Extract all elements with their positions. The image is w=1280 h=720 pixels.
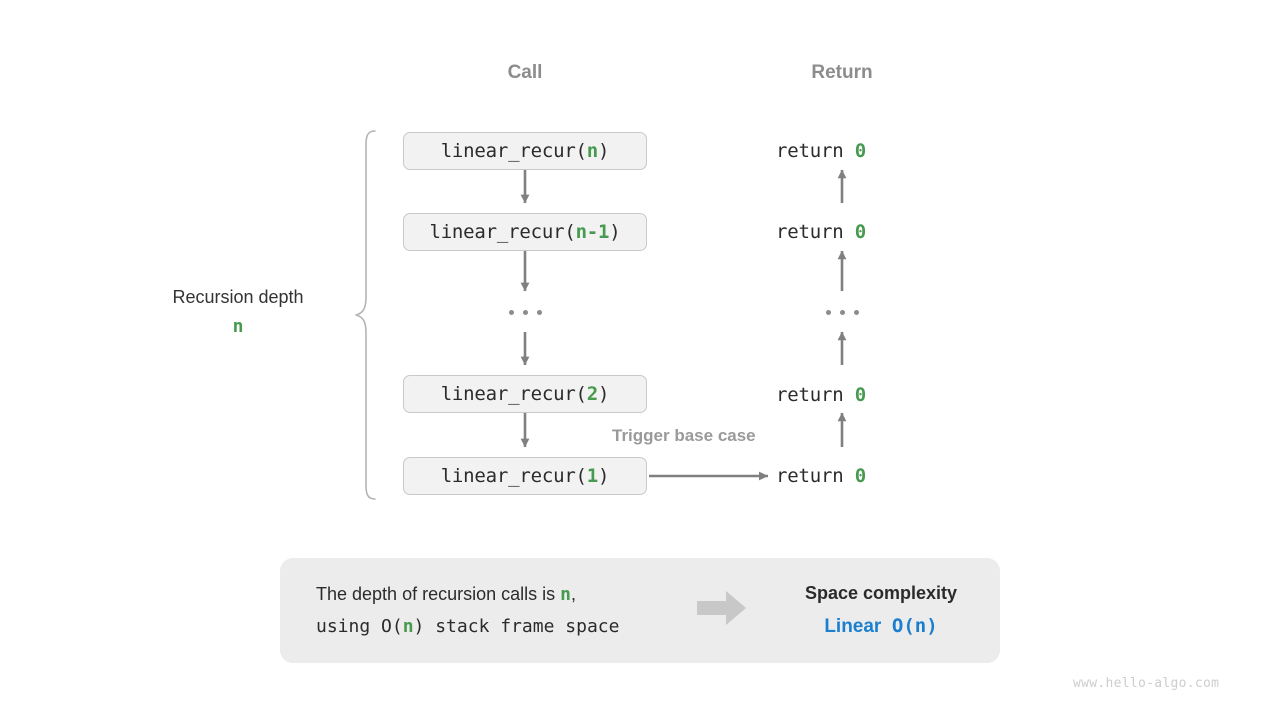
summary-line-2: using O(n) stack frame space xyxy=(316,611,686,643)
return-statement: return 0 xyxy=(776,384,916,406)
call-frame-suffix: ) xyxy=(598,383,610,405)
call-frame-box[interactable]: linear_recur(n-1) xyxy=(403,213,647,251)
return-statement: return 0 xyxy=(776,465,916,487)
call-frame-suffix: ) xyxy=(609,221,621,243)
call-column-header: Call xyxy=(507,62,543,83)
summary-line1-a: The depth of recursion calls is xyxy=(316,584,561,604)
call-frame-arg: n xyxy=(586,140,599,162)
dot-icon xyxy=(840,310,845,315)
dot-icon xyxy=(509,310,514,315)
return-keyword: return xyxy=(776,140,855,162)
return-value: 0 xyxy=(854,465,866,487)
summary-line-1: The depth of recursion calls is n, xyxy=(316,579,686,611)
call-frame-prefix: linear_recur( xyxy=(440,140,587,162)
call-frame-prefix: linear_recur( xyxy=(440,383,587,405)
return-value: 0 xyxy=(854,384,866,406)
summary-description: The depth of recursion calls is n, using… xyxy=(316,579,686,642)
call-frame-arg: n-1 xyxy=(575,221,610,243)
summary-line1-n: n xyxy=(560,584,571,605)
dot-icon xyxy=(854,310,859,315)
space-complexity-value: Linear O(n) xyxy=(766,615,996,638)
recursion-depth-label: Recursion depth n xyxy=(108,284,368,340)
watermark: www.hello-algo.com xyxy=(1073,676,1220,691)
return-ellipsis-icon xyxy=(826,310,859,315)
call-frame-suffix: ) xyxy=(598,465,610,487)
call-frame-box[interactable]: linear_recur(2) xyxy=(403,375,647,413)
return-value: 0 xyxy=(854,221,866,243)
recursion-depth-text: Recursion depth xyxy=(172,287,304,307)
call-ellipsis-icon xyxy=(509,310,542,315)
space-complexity-title: Space complexity xyxy=(804,583,958,603)
return-column-header: Return xyxy=(811,62,873,83)
call-frame-box[interactable]: linear_recur(1) xyxy=(403,457,647,495)
recursion-depth-value: n xyxy=(232,316,244,338)
dot-icon xyxy=(826,310,831,315)
summary-line2-b: ) stack frame space xyxy=(413,615,620,637)
dot-icon xyxy=(537,310,542,315)
call-frame-box[interactable]: linear_recur(n) xyxy=(403,132,647,170)
complexity-notation: O(n) xyxy=(891,615,938,637)
summary-line1-b: , xyxy=(570,584,576,604)
summary-result: Space complexity Linear O(n) xyxy=(766,583,996,638)
call-frame-suffix: ) xyxy=(598,140,610,162)
return-keyword: return xyxy=(776,221,855,243)
recursion-depth-brace xyxy=(352,125,378,510)
call-frame-prefix: linear_recur( xyxy=(440,465,587,487)
call-frame-arg: 2 xyxy=(586,383,599,405)
trigger-base-case-label: Trigger base case xyxy=(612,426,756,445)
return-value: 0 xyxy=(854,140,866,162)
call-frame-prefix: linear_recur( xyxy=(429,221,576,243)
complexity-kind: Linear xyxy=(824,616,882,637)
summary-line2-n: n xyxy=(402,615,414,637)
summary-line2-a: using O( xyxy=(316,615,403,637)
right-arrow-icon xyxy=(696,588,748,633)
return-keyword: return xyxy=(776,384,855,406)
return-statement: return 0 xyxy=(776,140,916,162)
return-statement: return 0 xyxy=(776,221,916,243)
call-frame-arg: 1 xyxy=(586,465,599,487)
dot-icon xyxy=(523,310,528,315)
return-keyword: return xyxy=(776,465,855,487)
summary-panel: The depth of recursion calls is n, using… xyxy=(280,558,1000,663)
